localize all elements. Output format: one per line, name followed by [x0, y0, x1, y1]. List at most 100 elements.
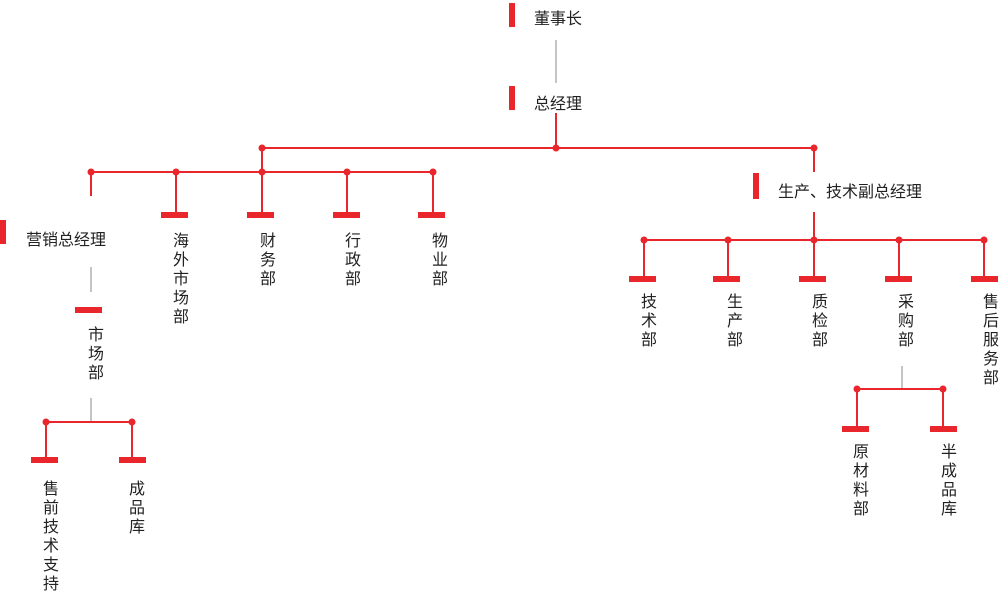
label-char: 部 — [726, 330, 743, 349]
node-tech-dept: 技术部 — [640, 292, 658, 349]
node-presales-support: 售前技术支持 — [42, 479, 60, 593]
node-marker-procurement — [885, 276, 912, 282]
label-char: 部 — [87, 363, 104, 382]
node-marker-production-vp — [753, 173, 759, 199]
junction-dot — [343, 168, 351, 176]
label-char: 半 — [940, 442, 957, 461]
label-char: 部 — [640, 330, 657, 349]
label-char: 术 — [42, 536, 59, 555]
junction-dot — [895, 236, 903, 244]
label-char: 成 — [940, 461, 957, 480]
junction-dot — [258, 144, 266, 152]
label-char: 质 — [811, 292, 828, 311]
junction-dot — [939, 385, 947, 393]
label-char: 场 — [172, 288, 189, 307]
node-marker-finished-goods-left — [119, 457, 146, 463]
label-char: 后 — [982, 311, 999, 330]
label-char: 外 — [172, 250, 189, 269]
node-marker-tech-dept — [629, 276, 656, 282]
label-char: 生 — [726, 292, 743, 311]
junction-dot — [258, 168, 266, 176]
label-char: 品 — [940, 480, 957, 499]
label-char: 技 — [42, 517, 59, 536]
junction-dot — [724, 236, 732, 244]
label-char: 部 — [172, 307, 189, 326]
node-marketing-gm: 营销总经理 — [26, 230, 107, 249]
label-char: 市 — [172, 269, 189, 288]
node-marker-marketing-gm — [0, 220, 6, 244]
label-char: 技 — [640, 292, 657, 311]
junction-dot — [128, 418, 136, 426]
label-char: 部 — [897, 330, 914, 349]
label-char: 售 — [982, 292, 999, 311]
node-marker-presales-support — [31, 457, 58, 463]
junction-dot — [853, 385, 861, 393]
label-char: 库 — [128, 517, 145, 536]
junction-dot — [980, 236, 988, 244]
node-marker-aftersales — [971, 276, 998, 282]
label-char: 原 — [852, 442, 869, 461]
label-char: 部 — [811, 330, 828, 349]
junction-dot — [87, 168, 95, 176]
label-char: 前 — [42, 498, 59, 517]
label-char: 务 — [259, 250, 276, 269]
junction-dot — [640, 236, 648, 244]
node-procurement: 采购部 — [897, 292, 915, 349]
node-overseas-market: 海外市场部 — [172, 231, 190, 326]
node-general-manager: 总经理 — [534, 94, 583, 113]
node-chairman: 董事长 — [534, 9, 583, 28]
junction-dot — [552, 144, 560, 152]
node-marker-administration — [333, 212, 360, 218]
label-char: 海 — [172, 231, 189, 250]
node-marker-semi-finished — [930, 426, 957, 432]
label-char: 料 — [852, 480, 869, 499]
junction-dot — [172, 168, 180, 176]
label-char: 购 — [897, 311, 914, 330]
node-production-vp: 生产、技术副总经理 — [778, 182, 923, 201]
label-char: 部 — [982, 368, 999, 387]
label-char: 库 — [940, 499, 957, 518]
node-marker-property — [418, 212, 445, 218]
label-char: 务 — [982, 349, 999, 368]
node-marker-general-manager — [509, 86, 515, 110]
junction-dot — [42, 418, 50, 426]
label-char: 支 — [42, 555, 59, 574]
label-char: 场 — [87, 344, 104, 363]
label-char: 部 — [852, 499, 869, 518]
node-raw-materials: 原材料部 — [852, 442, 870, 518]
label-char: 部 — [344, 269, 361, 288]
label-char: 物 — [431, 231, 448, 250]
label-char: 材 — [852, 461, 869, 480]
label-char: 术 — [640, 311, 657, 330]
node-production-dept: 生产部 — [726, 292, 744, 349]
label-char: 成 — [128, 479, 145, 498]
label-char: 持 — [42, 574, 59, 593]
node-semi-finished: 半成品库 — [940, 442, 958, 518]
node-marker-production-dept — [713, 276, 740, 282]
label-char: 财 — [259, 231, 276, 250]
node-marker-chairman — [509, 3, 515, 27]
label-char: 检 — [811, 311, 828, 330]
node-marker-overseas-market — [161, 212, 188, 218]
node-marker-raw-materials — [842, 426, 869, 432]
label-char: 产 — [726, 311, 743, 330]
junction-dot — [810, 236, 818, 244]
label-char: 品 — [128, 498, 145, 517]
node-aftersales: 售后服务部 — [982, 292, 1000, 387]
label-char: 采 — [897, 292, 914, 311]
node-quality-dept: 质检部 — [811, 292, 829, 349]
node-market-dept: 市场部 — [87, 325, 105, 382]
label-char: 部 — [259, 269, 276, 288]
node-marker-finance — [247, 212, 274, 218]
label-char: 部 — [431, 269, 448, 288]
label-char: 行 — [344, 231, 361, 250]
label-char: 业 — [431, 250, 448, 269]
junction-dot — [810, 144, 818, 152]
junction-dot — [429, 168, 437, 176]
node-finance: 财务部 — [259, 231, 277, 288]
node-property: 物业部 — [431, 231, 449, 288]
node-marker-quality-dept — [799, 276, 826, 282]
node-marker-market-dept — [75, 307, 102, 313]
